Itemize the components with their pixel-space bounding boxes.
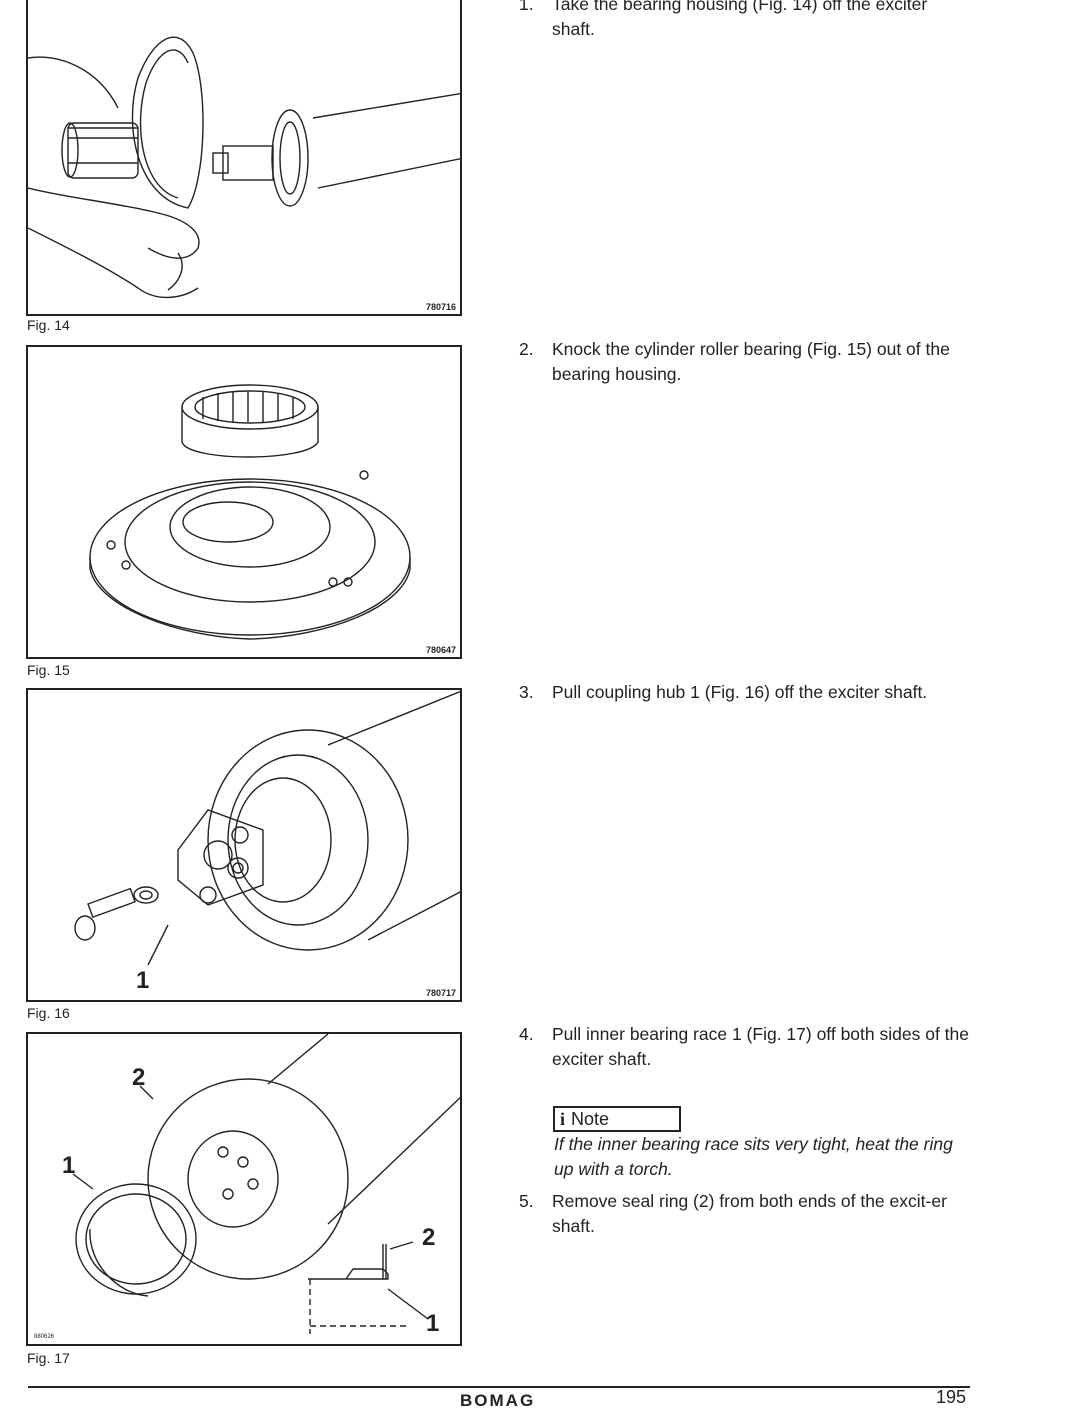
info-icon: i (560, 1109, 566, 1129)
page-number: 195 (936, 1387, 967, 1407)
callout-label: 1 (62, 1152, 76, 1179)
step-text: Take the bearing housing (Fig. 14) off t… (552, 0, 928, 39)
footer-divider (28, 1386, 970, 1388)
figure-code: 780717 (425, 988, 456, 998)
fig15-illustration (89, 384, 411, 640)
footer-brand: BOMAG (460, 1391, 536, 1410)
callout-label: 1 (136, 967, 150, 994)
step-text: Knock the cylinder roller bearing (Fig. … (552, 339, 950, 384)
figure-17: 2 1 2 1 880626 (26, 1032, 462, 1346)
step-text: Pull coupling hub 1 (Fig. 16) off the ex… (552, 682, 928, 702)
fig14-illustration (28, 36, 460, 299)
figure-caption: Fig. 16 (27, 1005, 70, 1021)
fig17-illustration (72, 1034, 460, 1334)
figure-caption: Fig. 15 (27, 662, 70, 678)
figure-15: 780647 (26, 345, 462, 659)
callout-label: 1 (426, 1310, 440, 1337)
step-text: Pull inner bearing race 1 (Fig. 17) off … (552, 1024, 970, 1069)
figure-caption: Fig. 17 (27, 1350, 70, 1366)
step-number: 1. (519, 0, 534, 14)
step-number: 4. (519, 1024, 534, 1044)
step-text: Remove seal ring (2) from both ends of t… (552, 1191, 947, 1236)
fig16-illustration (74, 690, 460, 966)
callout-label: 2 (132, 1064, 146, 1091)
step-number: 2. (519, 339, 534, 359)
step-number: 3. (519, 682, 534, 702)
figure-caption: Fig. 14 (27, 317, 70, 333)
step-number: 5. (519, 1191, 534, 1211)
figure-16: 1 780717 (26, 688, 462, 1002)
note-text: If the inner bearing race sits very tigh… (554, 1134, 953, 1179)
note-label: Note (571, 1109, 610, 1129)
figure-code: 780647 (425, 645, 456, 655)
figure-code: 880626 (34, 1334, 55, 1340)
figure-code: 780716 (425, 302, 456, 312)
callout-label: 2 (422, 1224, 436, 1251)
figure-14: 780716 (26, 0, 462, 316)
